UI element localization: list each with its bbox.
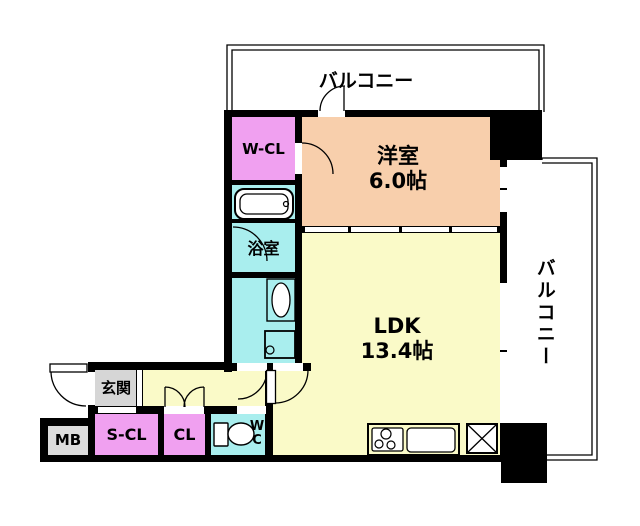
ldk-window-1 — [500, 283, 507, 350]
wall-block-bottomright — [501, 423, 547, 483]
sliding-panel-1 — [305, 227, 348, 232]
wall-top — [224, 110, 497, 117]
wc-line1: W — [249, 419, 265, 434]
wall-bottom — [40, 455, 547, 462]
wc-door-opening — [237, 406, 266, 414]
western-room-name: 洋室 — [377, 144, 419, 168]
label-entrance: 玄関 — [100, 379, 131, 397]
western-window-2 — [500, 190, 507, 212]
label-wc: W C — [249, 419, 265, 449]
wall-scl-cl — [158, 414, 164, 455]
washroom-door-opening — [237, 363, 267, 371]
label-western-room: 洋室 6.0帖 — [338, 144, 458, 194]
wall-wcl-bottom — [232, 180, 295, 185]
label-shoes-closet: S-CL — [106, 425, 147, 444]
room-meter-box — [48, 426, 88, 455]
room-shoes-closet — [95, 414, 158, 455]
entrance-step-edge — [136, 370, 143, 406]
room-ldk-strip — [273, 371, 302, 455]
wall-left-lower — [88, 362, 95, 462]
wall-mb-left — [40, 418, 48, 462]
room-closet — [164, 414, 205, 455]
label-wcl: W-CL — [242, 140, 285, 158]
wcl-door-opening — [295, 143, 302, 174]
wall-left-upper — [224, 110, 232, 372]
ldk-size: 13.4帖 — [360, 339, 434, 364]
label-meter-box: MB — [54, 431, 82, 449]
front-door-opening — [88, 372, 95, 405]
sliding-panel-2 — [351, 227, 399, 232]
wall-partition-western-ldk — [302, 226, 500, 233]
wall-cl-wc — [205, 414, 211, 455]
wall-wc-right-post — [265, 371, 273, 462]
scl-door-opening — [98, 407, 136, 413]
wall-column-right — [295, 117, 302, 367]
sliding-panel-4 — [452, 227, 497, 232]
ldk-name: LDK — [373, 314, 421, 338]
room-western — [302, 117, 500, 226]
ldk-window-2 — [500, 352, 507, 423]
wall-bath-divider — [232, 219, 295, 223]
wc-line2: C — [252, 433, 262, 449]
wall-washroom-bottom — [224, 363, 311, 371]
room-entrance — [95, 370, 140, 406]
room-walk-in-closet — [232, 117, 295, 180]
western-room-size: 6.0帖 — [368, 169, 428, 194]
label-balcony-right vtext: バルコニー — [533, 258, 556, 368]
room-ldk — [302, 233, 500, 455]
western-window-1 — [500, 167, 507, 188]
cl-door-opening — [164, 406, 204, 414]
wall-mb-top — [40, 418, 90, 426]
label-ldk: LDK 13.4帖 — [337, 314, 457, 364]
wall-hallway-top — [88, 362, 224, 370]
ldk-door-opening — [273, 363, 303, 371]
room-washroom — [232, 278, 295, 363]
label-balcony-top: バルコニー — [318, 70, 414, 92]
front-door-arc — [50, 370, 87, 407]
balcony-door-opening — [318, 110, 345, 117]
label-bathroom: 浴室 — [247, 239, 280, 258]
wall-block-topright — [490, 110, 542, 160]
wall-washroom-top — [232, 272, 295, 278]
room-bathroom — [232, 185, 295, 272]
label-closet: CL — [173, 425, 196, 444]
sliding-panel-3 — [402, 227, 449, 232]
hallway — [140, 370, 265, 406]
front-door-leaf — [49, 363, 88, 373]
